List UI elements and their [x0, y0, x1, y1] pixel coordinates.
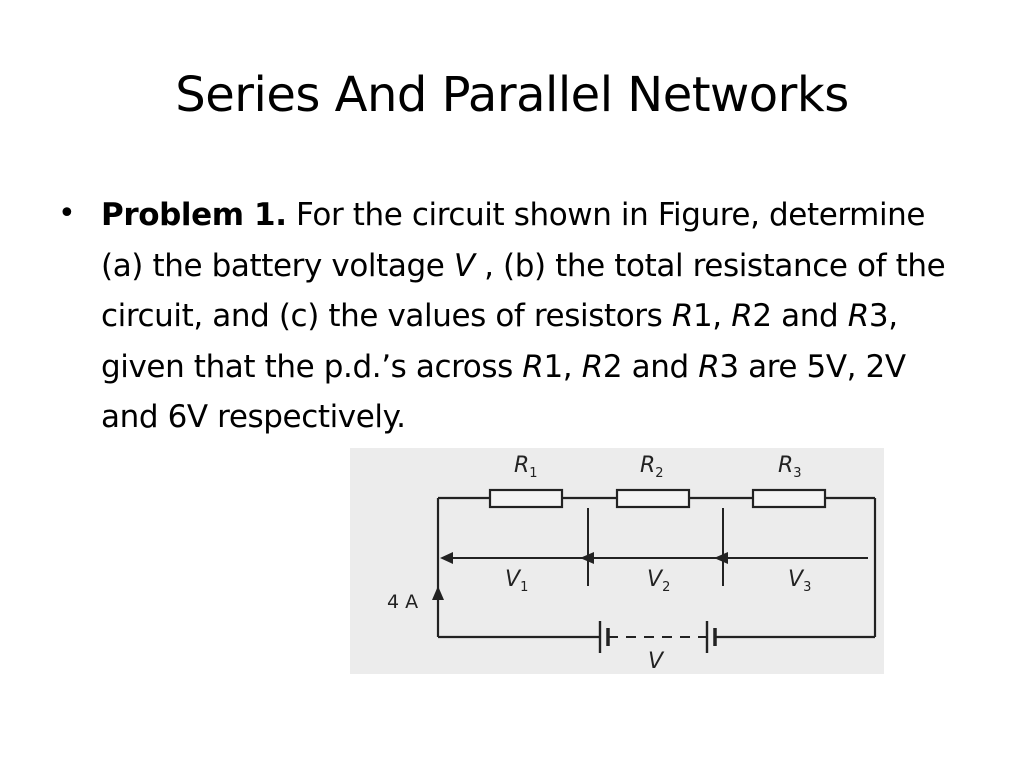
voltage-arrowhead-left: [440, 552, 453, 564]
r-symbol: R: [671, 298, 694, 334]
battery-voltage-label: V: [648, 649, 665, 674]
problem-text-seg2: , (b) the total resistance of the circui…: [101, 247, 946, 335]
r-symbol: R: [698, 348, 720, 385]
current-arrowhead: [432, 586, 444, 600]
circuit-diagram: R1 R2 R3 V1 V2 V3 4 A V: [387, 453, 877, 674]
voltage-v1-label: V1: [505, 567, 528, 595]
problem-text: Problem 1. For the circuit shown in Figu…: [101, 190, 961, 443]
voltage-v3-label: V3: [788, 567, 811, 595]
r-symbol: R: [847, 298, 870, 334]
circuit-figure: R1 R2 R3 V1 V2 V3 4 A V: [350, 448, 884, 674]
problem-text-seg4: are 5V, 2V and 6V respectively.: [101, 348, 906, 436]
r-index: 2: [602, 348, 623, 385]
r-index: 1: [692, 298, 713, 334]
bullet-marker: •: [58, 196, 76, 231]
resistor-r1-body: [488, 488, 564, 509]
r-index: 2: [752, 298, 772, 334]
resistor-r1-label: R1: [514, 453, 538, 481]
problem-text-seg1: For the circuit shown in Figure, determi…: [101, 197, 926, 284]
r-symbol: R: [731, 298, 753, 334]
voltage-v2-label: V2: [647, 567, 670, 595]
slide-title: Series And Parallel Networks: [175, 67, 849, 123]
r-index: 3: [868, 298, 889, 334]
current-label: 4 A: [387, 591, 418, 613]
r-symbol: R: [581, 348, 604, 385]
resistor-r2-label: R2: [640, 453, 664, 481]
problem-heading: Problem 1.: [101, 197, 287, 233]
r-index: 3: [719, 348, 739, 385]
conjunction: and: [622, 348, 699, 385]
resistor-r3-label: R3: [778, 453, 802, 481]
problem-text-seg3: , given that the p.d.’s across: [101, 298, 898, 385]
resistor-r2-body: [615, 488, 691, 509]
r-symbol: R: [522, 348, 544, 385]
conjunction: and: [771, 298, 848, 334]
separator: ,: [712, 298, 732, 334]
voltage-arrowhead-right: [714, 552, 728, 564]
resistor-r3-body: [751, 488, 827, 509]
r-index: 1: [543, 348, 563, 385]
voltage-arrowhead-mid: [580, 552, 594, 564]
battery-voltage-symbol: V: [453, 247, 475, 284]
separator: ,: [562, 348, 582, 385]
